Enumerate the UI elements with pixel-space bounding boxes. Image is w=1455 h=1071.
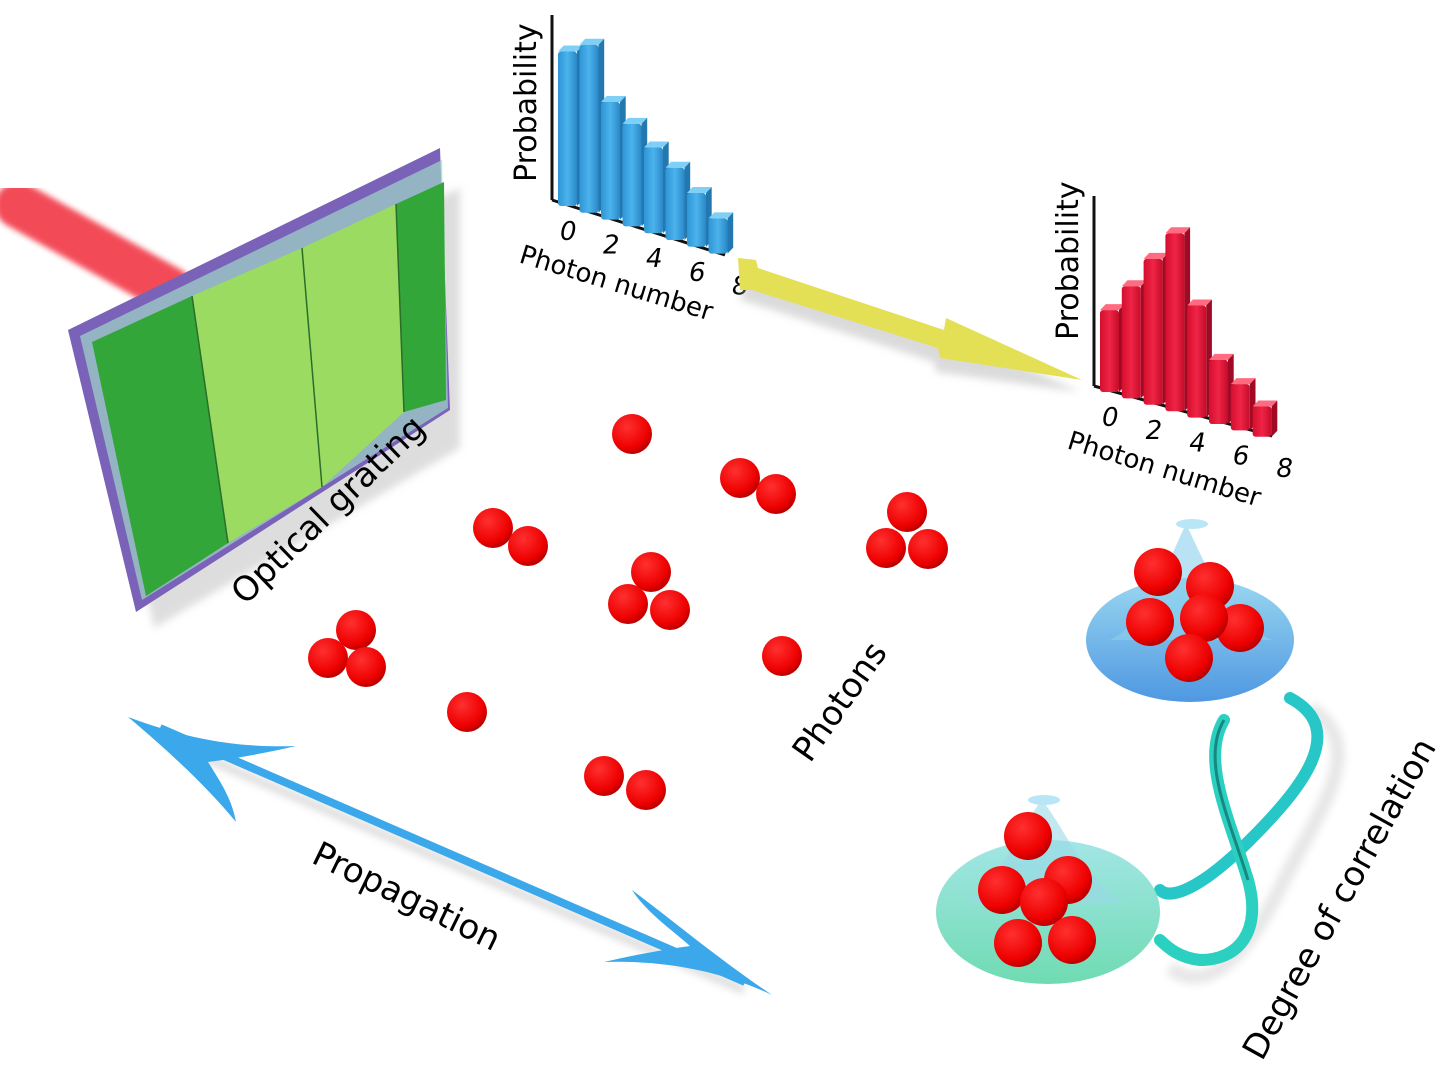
laser-beam [0, 182, 193, 313]
photon [650, 590, 690, 630]
bar-0 [1100, 304, 1125, 392]
photon [1020, 878, 1068, 926]
photon [720, 458, 760, 498]
photon [1165, 634, 1213, 682]
grating-stripe-dark-left [92, 296, 228, 596]
photon [508, 526, 548, 566]
photon-group-2 [720, 458, 796, 514]
bar-3 [622, 117, 648, 227]
x-tick-label: 6 [1233, 441, 1250, 471]
photon [762, 636, 802, 676]
bar-4 [1187, 299, 1212, 418]
bar-2 [601, 96, 626, 220]
photon [612, 414, 652, 454]
bar-1 [579, 38, 605, 213]
photon [1126, 598, 1174, 646]
bar-6 [687, 187, 712, 247]
photon [1180, 594, 1228, 642]
photon [908, 529, 948, 569]
photon-group-2 [473, 508, 548, 566]
photon [346, 647, 386, 687]
x-tick-label: 0 [1102, 403, 1119, 433]
transform-arrow [738, 258, 1082, 392]
bar-5 [1209, 353, 1234, 424]
bar-6 [1230, 378, 1256, 431]
photon [336, 610, 376, 650]
bar-3 [1165, 227, 1191, 412]
y-axis-label: Probability [1051, 181, 1086, 340]
x-tick-label: 6 [689, 258, 706, 288]
photon-group-1 [762, 636, 802, 676]
arrowhead-right [604, 890, 772, 995]
grating-stripe-light-2 [302, 204, 404, 487]
bar-0 [558, 45, 583, 206]
photon [756, 474, 796, 514]
photon [608, 584, 648, 624]
photon [1134, 548, 1182, 596]
propagation-label: Propagation [306, 834, 507, 959]
photon [994, 919, 1042, 967]
x-tick-label: 2 [1146, 416, 1163, 446]
photon-group-3 [866, 492, 948, 569]
photon-group-1 [447, 692, 487, 732]
photon-group-3 [308, 610, 386, 687]
y-axis-label: Probability [509, 23, 544, 182]
propagation-arrow [128, 717, 772, 995]
photon [866, 528, 906, 568]
x-tick-label: 8 [1276, 454, 1293, 484]
photon-cluster-upper [1126, 548, 1264, 682]
photon [473, 508, 513, 548]
arrowhead-left [128, 717, 296, 822]
photon [978, 866, 1026, 914]
photon-group-2 [584, 756, 666, 810]
photon [308, 638, 348, 678]
photon [631, 552, 671, 592]
optical-grating [68, 148, 460, 628]
bar-2 [1143, 252, 1169, 405]
photon-group-1 [612, 414, 652, 454]
bar-5 [665, 161, 691, 240]
x-tick-label: 4 [646, 244, 663, 274]
photon [447, 692, 487, 732]
photon [1004, 812, 1052, 860]
bar-4 [644, 141, 669, 234]
photon [584, 756, 624, 796]
photon [626, 770, 666, 810]
photons [308, 414, 948, 810]
correlation-knot [1154, 692, 1345, 984]
photon-group-3 [608, 552, 690, 630]
photon [1216, 604, 1264, 652]
grating-stripe-light-1 [192, 248, 322, 543]
x-tick-label: 4 [1189, 429, 1206, 459]
photon-cluster-lower [978, 812, 1096, 967]
bar-7 [708, 212, 734, 254]
bar-1 [1121, 280, 1147, 399]
grating-stripe-dark-right [396, 182, 446, 412]
bar-7 [1252, 400, 1278, 437]
x-tick-label: 2 [603, 231, 620, 261]
photon [887, 492, 927, 532]
photon [1048, 916, 1096, 964]
x-tick-label: 0 [560, 217, 577, 247]
